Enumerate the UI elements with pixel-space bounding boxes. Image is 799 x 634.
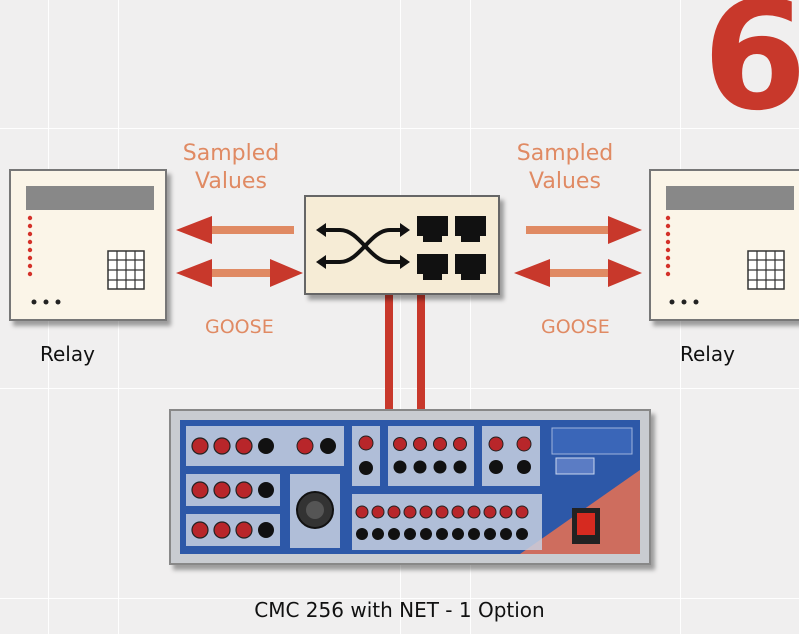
left-relay-faceplate: [26, 186, 154, 305]
grid-line: [0, 388, 799, 389]
left-relay-label: Relay: [40, 342, 95, 366]
test-set-front-panel: [180, 420, 640, 554]
grid-line: [0, 598, 799, 599]
led-column: [665, 215, 671, 277]
page-number-badge: 6: [702, 0, 799, 144]
right-sampled-values-label: Sampled Values: [516, 141, 614, 194]
right-relay-label: Relay: [680, 342, 735, 366]
keypad: [747, 250, 785, 290]
keypad: [107, 250, 145, 290]
test-set-caption: CMC 256 with NET - 1 Option: [254, 598, 545, 622]
left-sampled-values-arrow: [176, 216, 294, 244]
grid-line: [0, 128, 799, 129]
test-set-link: [385, 292, 425, 410]
left-goose-label: GOOSE: [205, 316, 274, 338]
right-goose-arrow: [514, 259, 642, 287]
grid-line: [470, 0, 471, 634]
grid-line: [400, 0, 401, 634]
switch-crossover-icon: [316, 223, 410, 269]
led-column: [27, 215, 33, 277]
left-goose-arrow: [176, 259, 303, 287]
switch-port-icons: [417, 216, 486, 280]
right-goose-label: GOOSE: [541, 316, 610, 338]
right-sampled-values-arrow: [526, 216, 642, 244]
right-relay-faceplate: [665, 186, 794, 305]
left-sampled-values-label: Sampled Values: [182, 141, 280, 194]
